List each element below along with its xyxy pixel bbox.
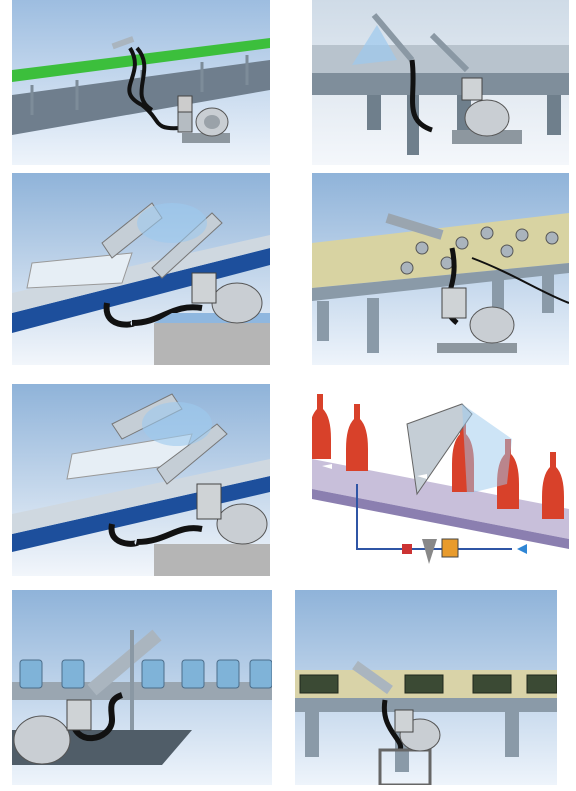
- scene-twin-knives: [12, 173, 270, 365]
- scene-belt-spray: [312, 0, 569, 165]
- filter-regulator-icon: [402, 538, 459, 564]
- blue-cans: [19, 659, 272, 689]
- scene-nut-conveyor: [312, 173, 569, 365]
- panel-green-rail-air-knife: [12, 0, 270, 165]
- blower-icon: [452, 77, 522, 144]
- air-spray: [352, 25, 397, 65]
- scene-red-bottles: [312, 384, 569, 576]
- blower-icon: [177, 95, 230, 143]
- blower-icon: [13, 699, 92, 765]
- blower-icon: [191, 272, 263, 324]
- panel-twin-knives-sheet-variant: [12, 384, 270, 576]
- bottle-conveyor: [312, 459, 569, 539]
- scene-blue-cans: [12, 590, 272, 785]
- panel-nut-parts-conveyor: [312, 173, 569, 365]
- green-rail: [12, 38, 270, 82]
- blower-icon: [378, 709, 441, 785]
- panel-circuit-board-conveyor: [295, 590, 557, 785]
- panel-red-bottles-drying: [312, 384, 569, 576]
- hose: [127, 46, 181, 131]
- panel-twin-knives-sheet: [12, 173, 270, 365]
- scene-twin-knives-variant: [12, 384, 270, 576]
- blue-belt: [12, 248, 270, 333]
- circuit-boards: [299, 674, 557, 694]
- scene-green-rail: [12, 0, 270, 165]
- scene-circuit-boards: [295, 590, 557, 785]
- blower-icon: [437, 287, 517, 353]
- panel-belt-spray-air-knife: [312, 0, 569, 165]
- blower-icon: [196, 483, 268, 545]
- panel-blue-cans-drying: [12, 590, 272, 785]
